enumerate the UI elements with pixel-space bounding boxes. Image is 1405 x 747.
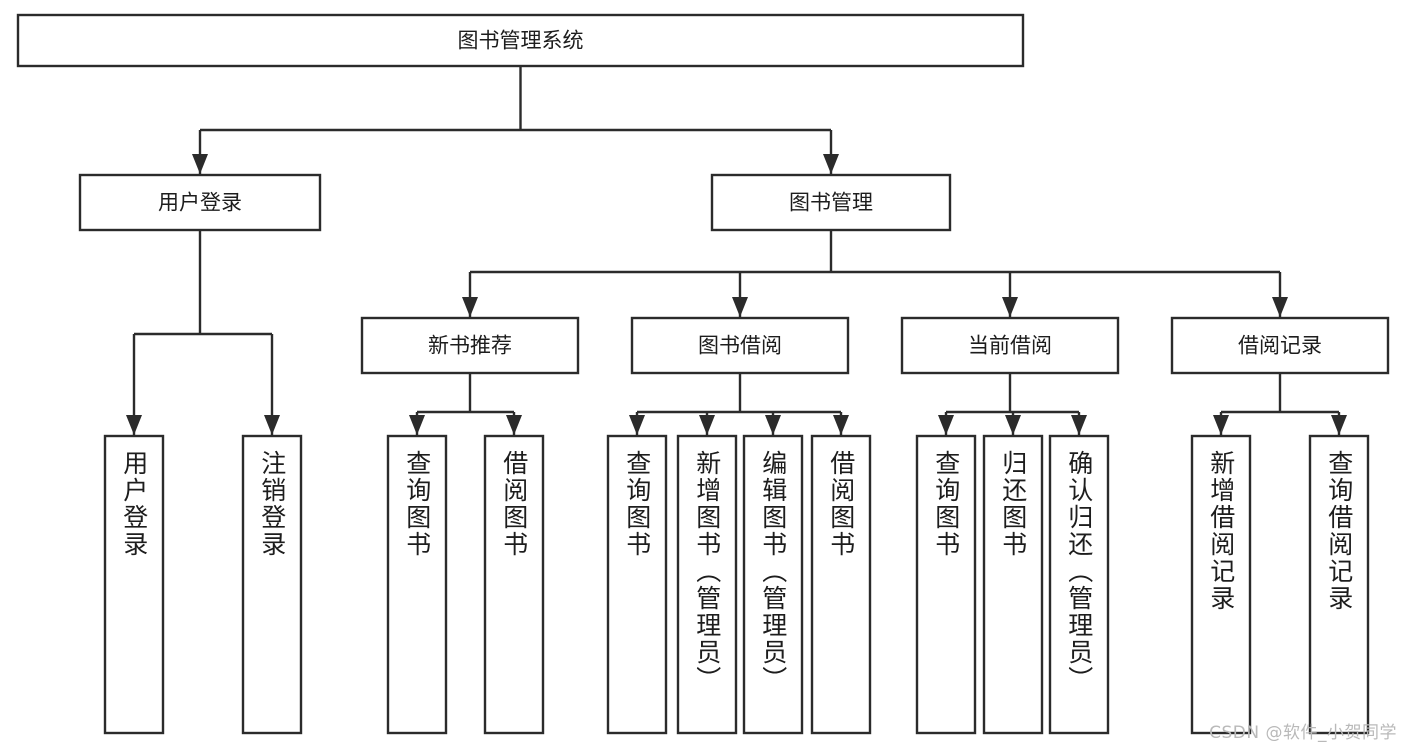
- node-box-leaf-borrow-book-1[interactable]: [483, 434, 545, 735]
- node-box-leaf-query-book-3[interactable]: [915, 434, 977, 735]
- node-leaf-add-book[interactable]: [676, 434, 738, 735]
- node-root[interactable]: 图书管理系统: [16, 13, 1025, 68]
- node-leaf-query-record[interactable]: [1308, 434, 1370, 735]
- arrow-head-icon-leaf-query-book-2: [629, 415, 645, 435]
- arrow-head-icon-leaf-edit-book: [765, 415, 781, 435]
- arrow-head-icon-leaf-add-record: [1213, 415, 1229, 435]
- arrow-head-icon-borrow-record: [1272, 297, 1288, 317]
- node-leaf-borrow-book-1[interactable]: [483, 434, 545, 735]
- node-box-current-borrow[interactable]: [900, 316, 1120, 375]
- node-label-current-borrow: 当前借阅: [968, 334, 1052, 358]
- node-box-leaf-query-book-1[interactable]: [386, 434, 448, 735]
- node-current-borrow[interactable]: 当前借阅: [900, 316, 1120, 375]
- node-book-manage[interactable]: 图书管理: [710, 173, 952, 232]
- node-label-new-book-recommend: 新书推荐: [428, 334, 512, 358]
- node-leaf-borrow-book-2[interactable]: [810, 434, 872, 735]
- arrow-head-icon-leaf-borrow-book-2: [833, 415, 849, 435]
- node-leaf-edit-book[interactable]: [742, 434, 804, 735]
- node-box-user-login[interactable]: [78, 173, 322, 232]
- node-label-book-borrow: 图书借阅: [698, 334, 782, 358]
- node-box-leaf-borrow-book-2[interactable]: [810, 434, 872, 735]
- arrow-head-icon-book-borrow: [732, 297, 748, 317]
- node-book-borrow[interactable]: 图书借阅: [630, 316, 850, 375]
- node-box-leaf-return-book[interactable]: [982, 434, 1044, 735]
- node-box-book-manage[interactable]: [710, 173, 952, 232]
- arrow-head-icon-user-login: [192, 154, 208, 174]
- arrow-head-icon-leaf-return-book: [1005, 415, 1021, 435]
- node-label-root: 图书管理系统: [458, 29, 584, 53]
- node-user-login[interactable]: 用户登录: [78, 173, 322, 232]
- arrow-head-icon-leaf-user-login: [126, 415, 142, 435]
- arrow-head-icon-leaf-logout-login: [264, 415, 280, 435]
- node-box-leaf-add-book[interactable]: [676, 434, 738, 735]
- arrow-head-icon-leaf-query-book-3: [938, 415, 954, 435]
- node-leaf-query-book-3[interactable]: [915, 434, 977, 735]
- watermark-text: CSDN @软件_小贺同学: [1209, 723, 1397, 743]
- node-label-borrow-record: 借阅记录: [1238, 334, 1322, 358]
- node-borrow-record[interactable]: 借阅记录: [1170, 316, 1390, 375]
- node-label-user-login: 用户登录: [158, 191, 242, 215]
- arrow-head-icon-leaf-add-book: [699, 415, 715, 435]
- node-leaf-logout-login[interactable]: [241, 434, 303, 735]
- node-leaf-add-record[interactable]: [1190, 434, 1252, 735]
- node-box-borrow-record[interactable]: [1170, 316, 1390, 375]
- node-leaf-query-book-2[interactable]: [606, 434, 668, 735]
- node-leaf-return-book[interactable]: [982, 434, 1044, 735]
- node-box-leaf-user-login[interactable]: [103, 434, 165, 735]
- arrow-head-icon-leaf-borrow-book-1: [506, 415, 522, 435]
- node-label-book-manage: 图书管理: [789, 191, 873, 215]
- node-box-leaf-edit-book[interactable]: [742, 434, 804, 735]
- node-box-leaf-confirm-return[interactable]: [1048, 434, 1110, 735]
- arrow-head-icon-book-manage: [823, 154, 839, 174]
- arrow-head-icon-current-borrow: [1002, 297, 1018, 317]
- arrow-head-icon-new-book-recommend: [462, 297, 478, 317]
- node-new-book-recommend[interactable]: 新书推荐: [360, 316, 580, 375]
- node-leaf-confirm-return[interactable]: [1048, 434, 1110, 735]
- connectors-layer: [126, 66, 1347, 435]
- arrow-head-icon-leaf-query-book-1: [409, 415, 425, 435]
- arrow-head-icon-leaf-query-record: [1331, 415, 1347, 435]
- arrow-head-icon-leaf-confirm-return: [1071, 415, 1087, 435]
- node-box-new-book-recommend[interactable]: [360, 316, 580, 375]
- node-box-book-borrow[interactable]: [630, 316, 850, 375]
- node-box-leaf-query-book-2[interactable]: [606, 434, 668, 735]
- node-box-leaf-logout-login[interactable]: [241, 434, 303, 735]
- node-box-leaf-add-record[interactable]: [1190, 434, 1252, 735]
- node-box-root[interactable]: [16, 13, 1025, 68]
- node-box-leaf-query-record[interactable]: [1308, 434, 1370, 735]
- node-leaf-user-login[interactable]: [103, 434, 165, 735]
- node-leaf-query-book-1[interactable]: [386, 434, 448, 735]
